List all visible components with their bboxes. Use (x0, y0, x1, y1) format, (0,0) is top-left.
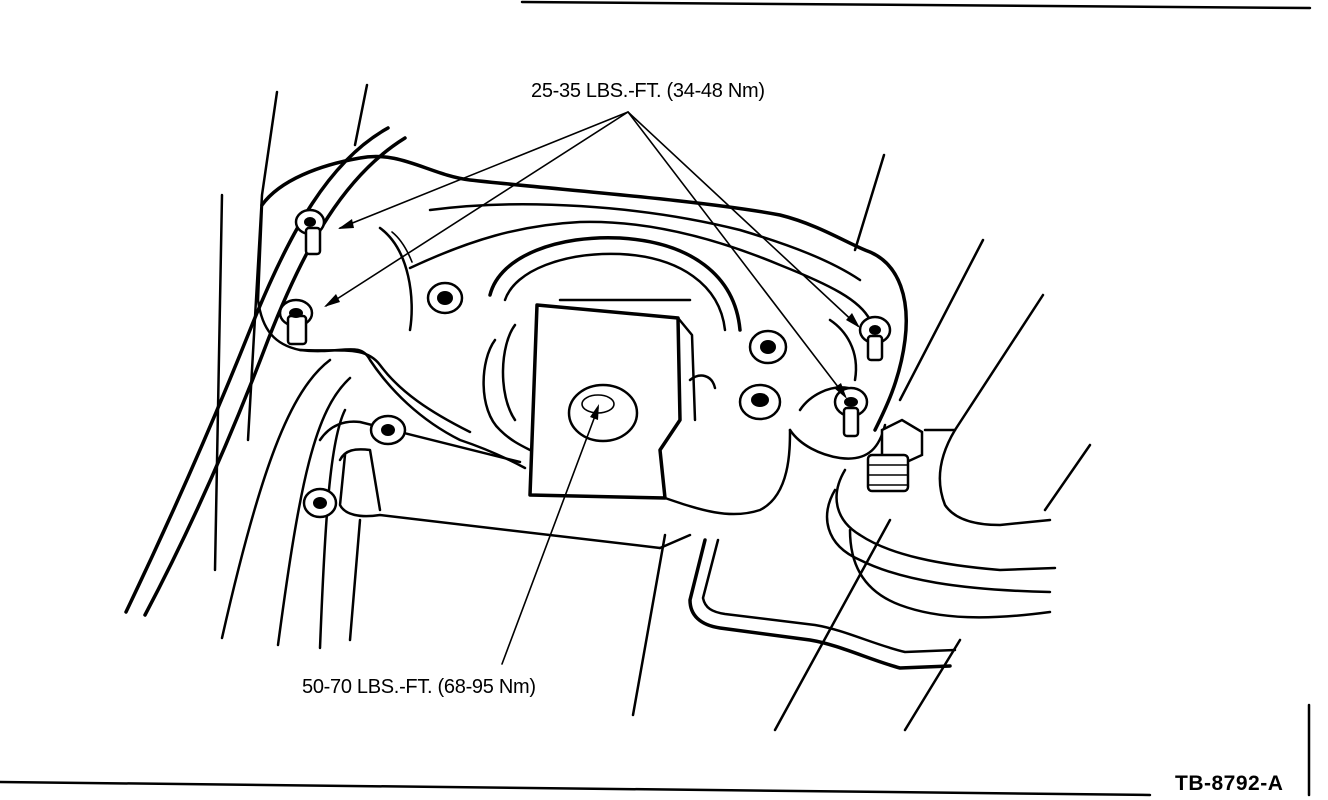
lower-left-bolt (278, 298, 314, 346)
lower-callout-leader (501, 404, 599, 665)
bottom-border-rule (0, 780, 1152, 797)
lower-torque-callout: 50-70 LBS.-FT. (68-95 Nm) (302, 676, 536, 698)
lower-right-bolt (833, 386, 869, 438)
frame-bolt (866, 418, 924, 493)
engine-bracket (663, 318, 887, 516)
right-frame (688, 153, 1092, 732)
engine-bolt (738, 383, 782, 421)
bracket-hole-right (748, 329, 788, 365)
upper-torque-callout: 25-35 LBS.-FT. (34-48 Nm) (531, 80, 765, 102)
crossmember-bolt-lower (302, 487, 338, 519)
mount-block (528, 303, 717, 500)
crossmember-bolt-upper (369, 414, 407, 446)
isolator-body (482, 235, 742, 452)
mount-bracket (256, 154, 908, 470)
figure-reference-number: TB-8792-A (1175, 772, 1284, 795)
upper-left-bolt (294, 208, 326, 256)
upper-callout-leaders (324, 111, 860, 399)
upper-right-bolt (858, 315, 892, 362)
top-border-rule (520, 0, 1312, 10)
bracket-hole-left (426, 281, 464, 315)
crossmember (318, 420, 692, 717)
frame-rails (124, 83, 407, 650)
